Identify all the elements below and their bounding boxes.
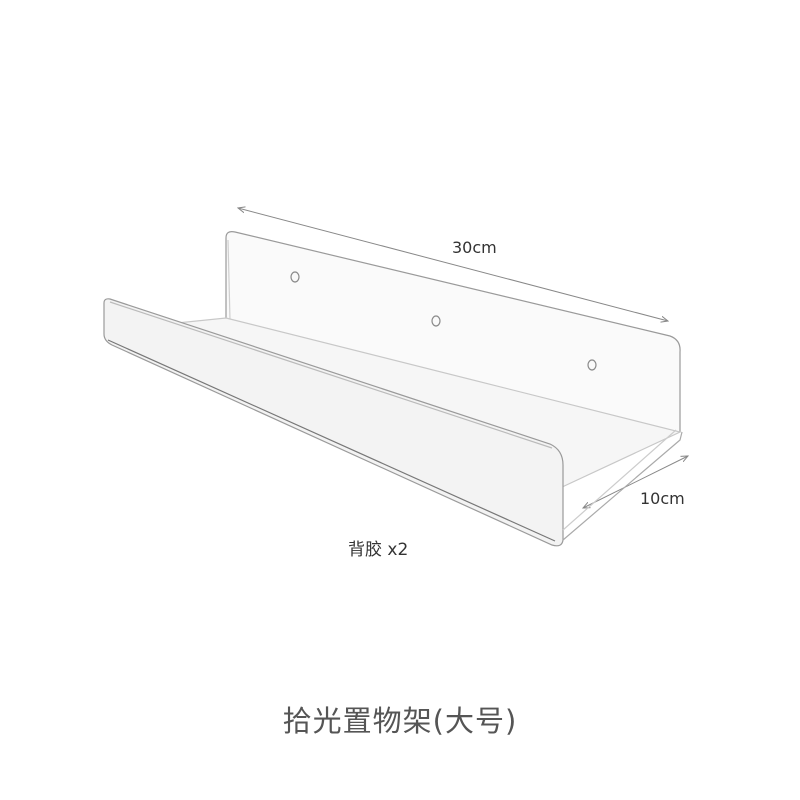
width-dimension-arrow: [238, 208, 668, 321]
depth-label: 10cm: [640, 489, 685, 508]
back-panel: [225, 231, 681, 432]
product-title: 拾光置物架(大号): [282, 704, 518, 738]
mount-hole: [290, 271, 300, 283]
mount-hole: [587, 359, 597, 371]
depth-dimension-arrow: [583, 456, 688, 508]
mount-hole: [431, 315, 441, 327]
accessory-label: 背胶 x2: [348, 540, 409, 560]
shelf: [103, 231, 683, 547]
width-label: 30cm: [452, 238, 497, 257]
